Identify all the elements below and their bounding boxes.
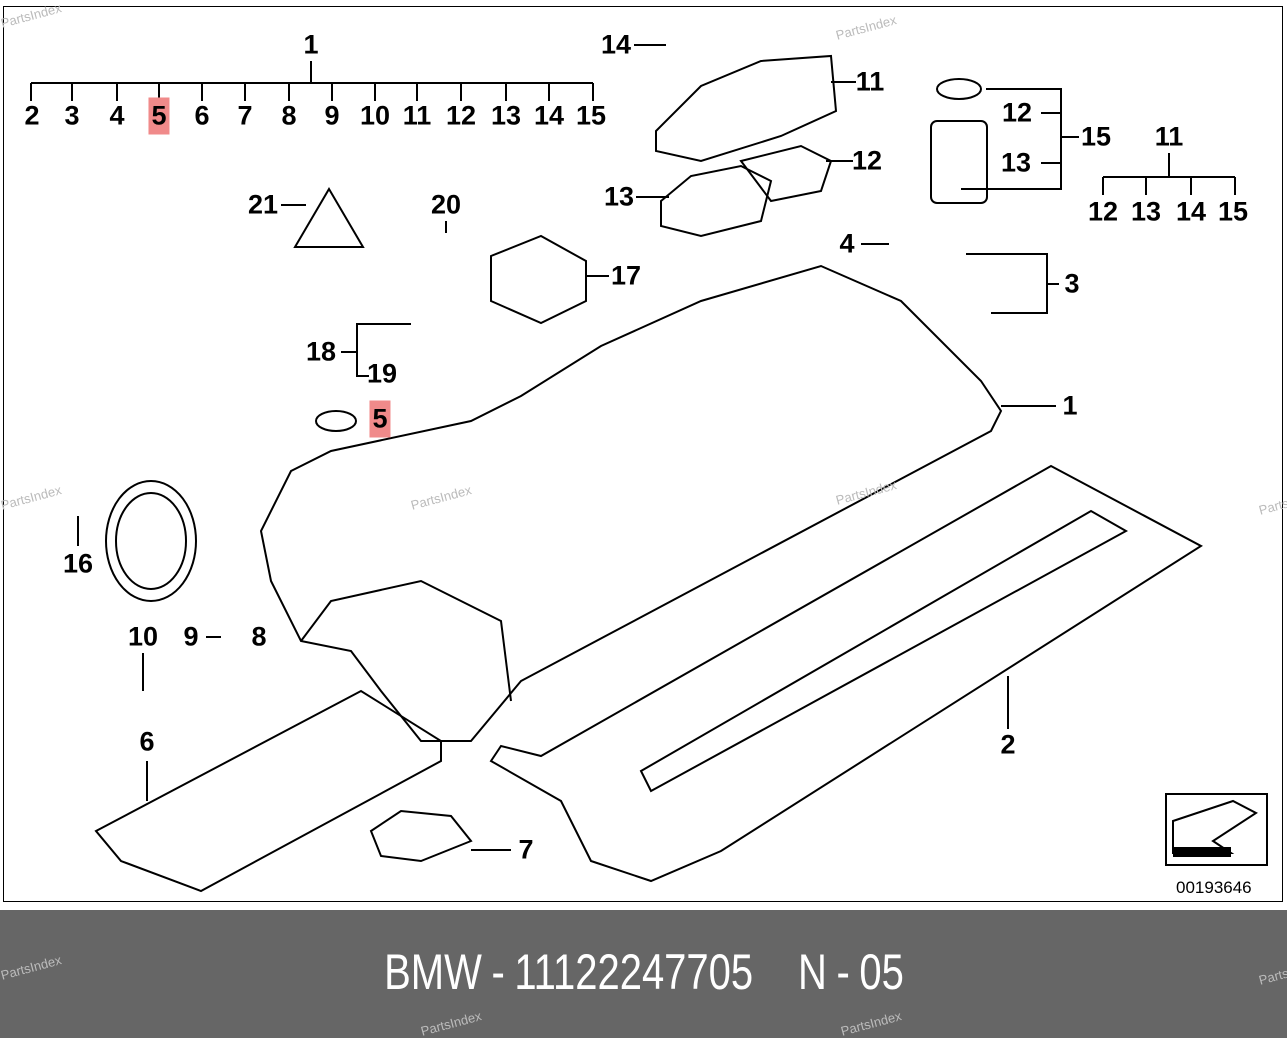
callout-label[interactable]: 14 bbox=[1175, 196, 1207, 227]
separator: - bbox=[835, 944, 850, 1000]
engine-cover-diagram bbox=[30, 44, 1268, 893]
part-number: 11122247705 bbox=[513, 944, 753, 1000]
callout-label[interactable]: 13 bbox=[1000, 147, 1032, 178]
callout-label[interactable]: 6 bbox=[194, 100, 210, 131]
callout-label[interactable]: 2 bbox=[24, 100, 40, 131]
separator: - bbox=[490, 944, 505, 1000]
callout-label[interactable]: 11 bbox=[1154, 121, 1184, 152]
callout-label[interactable]: 13 bbox=[490, 100, 522, 131]
callout-label[interactable]: 13 bbox=[1130, 196, 1162, 227]
callout-label[interactable]: 14 bbox=[600, 29, 632, 60]
callout-label[interactable]: 8 bbox=[281, 100, 297, 131]
callout-label[interactable]: 3 bbox=[1064, 268, 1080, 299]
callout-label[interactable]: 15 bbox=[1217, 196, 1249, 227]
callout-label[interactable]: 12 bbox=[1001, 97, 1033, 128]
callout-label[interactable]: 21 bbox=[247, 189, 279, 220]
position-label: N bbox=[797, 944, 827, 1000]
callout-label[interactable]: 9 bbox=[183, 621, 199, 652]
callout-label[interactable]: 11 bbox=[855, 66, 885, 97]
callout-label[interactable]: 20 bbox=[430, 189, 462, 220]
position-number: 05 bbox=[858, 944, 904, 1000]
callout-label[interactable]: 19 bbox=[366, 358, 398, 389]
callout-label-highlighted[interactable]: 5 bbox=[369, 400, 391, 438]
callout-label[interactable]: 12 bbox=[445, 100, 477, 131]
callout-label[interactable]: 12 bbox=[851, 145, 883, 176]
callout-label[interactable]: 4 bbox=[109, 100, 125, 131]
callout-label[interactable]: 10 bbox=[127, 621, 159, 652]
callout-label[interactable]: 3 bbox=[64, 100, 80, 131]
callout-label[interactable]: 10 bbox=[359, 100, 391, 131]
brand-name: BMW bbox=[383, 944, 482, 1000]
callout-label[interactable]: 17 bbox=[610, 260, 642, 291]
callout-label[interactable]: 7 bbox=[237, 100, 253, 131]
callout-label[interactable]: 6 bbox=[139, 726, 155, 757]
callout-label[interactable]: 4 bbox=[839, 228, 855, 259]
callout-label[interactable]: 7 bbox=[518, 834, 534, 865]
callout-label[interactable]: 11 bbox=[402, 100, 432, 131]
callout-label[interactable]: 8 bbox=[251, 621, 267, 652]
callout-label[interactable]: 13 bbox=[603, 181, 635, 212]
callout-label[interactable]: 18 bbox=[305, 336, 337, 367]
callout-label[interactable]: 15 bbox=[1080, 121, 1112, 152]
callout-label[interactable]: 2 bbox=[1000, 729, 1016, 760]
callout-label[interactable]: 15 bbox=[575, 100, 607, 131]
callout-label-highlighted[interactable]: 5 bbox=[148, 97, 170, 135]
callout-label[interactable]: 12 bbox=[1087, 196, 1119, 227]
callout-label[interactable]: 9 bbox=[324, 100, 340, 131]
callout-label[interactable]: 16 bbox=[62, 548, 94, 579]
callout-label[interactable]: 14 bbox=[533, 100, 565, 131]
callout-label[interactable]: 1 bbox=[1062, 390, 1078, 421]
callout-label[interactable]: 1 bbox=[303, 29, 319, 60]
diagram-code: 00193646 bbox=[1176, 878, 1252, 897]
